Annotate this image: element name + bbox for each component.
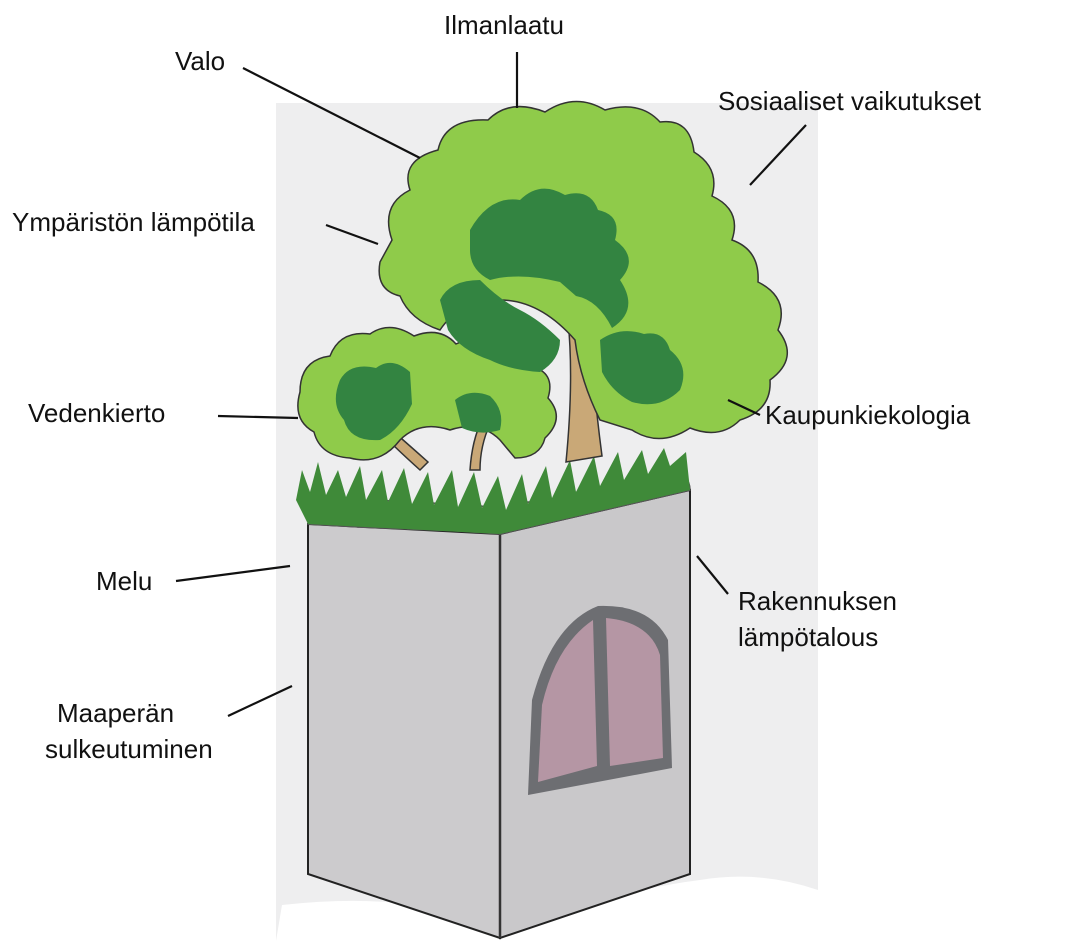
label-maaperan-line2: sulkeutuminen: [45, 734, 213, 765]
building-left-wall: [308, 524, 500, 938]
label-vedenkierto: Vedenkierto: [28, 398, 165, 429]
label-melu: Melu: [96, 566, 152, 597]
label-ympariston-lampotila: Ympäristön lämpötila: [12, 207, 255, 238]
label-rakennuksen-line2: lämpötalous: [738, 622, 878, 653]
label-kaupunkiekologia: Kaupunkiekologia: [765, 400, 970, 431]
label-sosiaaliset-vaikutukset: Sosiaaliset vaikutukset: [718, 86, 981, 117]
label-ilmanlaatu: Ilmanlaatu: [444, 10, 564, 41]
label-valo: Valo: [175, 46, 225, 77]
label-rakennuksen-line1: Rakennuksen: [738, 586, 897, 617]
leader-melu: [176, 566, 290, 581]
label-maaperan-line1: Maaperän: [57, 698, 174, 729]
